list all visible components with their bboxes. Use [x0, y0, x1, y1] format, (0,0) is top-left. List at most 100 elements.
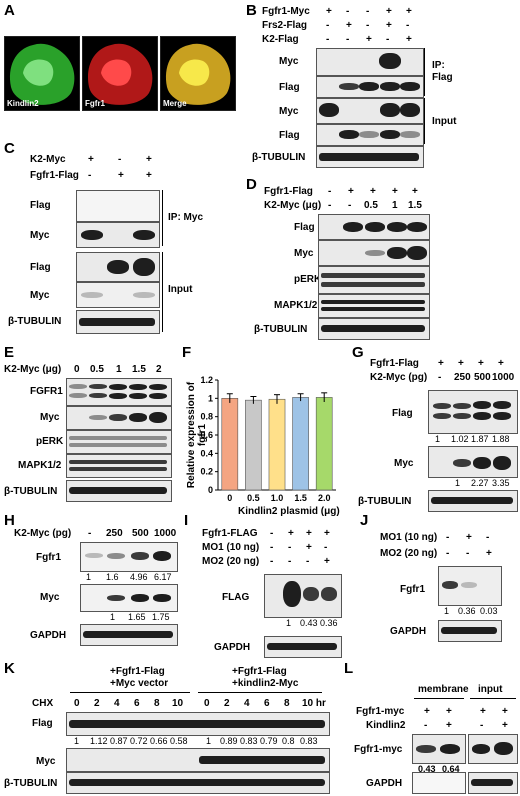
c-sign: +	[146, 170, 152, 181]
h-quant-fgfr1: 4.96	[130, 572, 148, 582]
j-sign: -	[486, 532, 490, 543]
k-blot-flag	[66, 712, 330, 736]
d-blot-mapk	[318, 294, 430, 318]
e-blot-label-fgfr1: FGFR1	[30, 386, 63, 397]
b-blot-label-flag: Flag	[279, 82, 300, 93]
k-time: 8	[284, 698, 290, 709]
k-group1-line1: +Fgfr1-Flag	[110, 666, 165, 677]
i-blot-flag	[264, 574, 342, 618]
l-blot-membrane	[412, 734, 466, 764]
fgfr1-cell-shape	[87, 43, 153, 105]
i-blot-gapdh	[264, 636, 342, 658]
e-blot-label-perk: pERK	[36, 436, 64, 447]
f-y-tick-label: 0.2	[200, 467, 213, 477]
e-header-value: 2	[156, 364, 162, 375]
k-blot-label-myc: Myc	[36, 756, 56, 767]
c-blot-label-flag-input: Flag	[30, 262, 51, 273]
i-sign: +	[324, 556, 330, 567]
j-sign: +	[466, 532, 472, 543]
merge-image: Merge	[160, 36, 236, 111]
e-header-value: 0.5	[90, 364, 104, 375]
panel-k-letter: K	[4, 660, 15, 677]
c-sign: -	[118, 154, 122, 165]
e-header-label: K2-Myc (μg)	[4, 364, 62, 375]
d-blot-perk	[318, 266, 430, 294]
e-blot-label-myc: Myc	[40, 412, 60, 423]
i-row-label-fgfr1-flag: Fgfr1-FLAG	[202, 528, 258, 539]
f-y-tick-label: 0.8	[200, 412, 213, 422]
k-quant: 0.72	[130, 736, 148, 746]
k-time: 2	[94, 698, 100, 709]
j-blot-gapdh	[438, 620, 502, 642]
h-blot-gapdh	[80, 624, 178, 646]
h-quant-fgfr1: 1.6	[106, 572, 119, 582]
panel-e-letter: E	[4, 344, 15, 361]
b-blot-myc-input	[316, 98, 424, 124]
j-blot-fgfr1	[438, 566, 502, 606]
i-row-label-mo1: MO1 (10 ng)	[202, 542, 260, 553]
l-input-line	[470, 698, 516, 699]
b-sign: -	[406, 20, 410, 31]
l-sign: -	[424, 720, 428, 731]
l-sign: +	[502, 706, 508, 717]
l-sign: +	[424, 706, 430, 717]
k-quant: 1	[74, 736, 80, 746]
panel-f-letter: F	[182, 344, 192, 361]
e-header-value: 1.5	[132, 364, 146, 375]
f-y-tick-label: 1.2	[200, 375, 213, 385]
k-group1-line2: +Myc vector	[110, 678, 169, 689]
f-bar	[315, 397, 333, 491]
k-time: 10	[172, 698, 184, 709]
b-sign: -	[346, 6, 350, 17]
i-blot-label-gapdh: GAPDH	[214, 642, 251, 653]
e-blot-myc	[66, 406, 172, 430]
i-sign: +	[288, 528, 294, 539]
g-quant-myc: 3.35	[492, 478, 510, 488]
l-input-label: input	[478, 684, 503, 695]
b-sign: -	[386, 34, 390, 45]
h-quant-fgfr1: 1	[86, 572, 92, 582]
g-quant-flag: 1	[435, 434, 441, 444]
k-quant: 0.79	[260, 736, 278, 746]
j-quant: 0.03	[480, 606, 498, 616]
i-sign: -	[324, 542, 328, 553]
i-blot-label-flag: FLAG	[222, 592, 250, 603]
f-x-tick-label: 0.5	[247, 493, 260, 503]
d-blot-tubulin	[318, 318, 430, 340]
l-blot-label-fgfr1-myc: Fgfr1-myc	[354, 744, 403, 755]
b-sign: +	[406, 6, 412, 17]
f-y-tick-label: 0.6	[200, 430, 213, 440]
b-blot-flag-ip	[316, 76, 424, 98]
f-bar	[221, 398, 239, 491]
b-sign: -	[366, 20, 370, 31]
b-ip-label-flag: Flag	[432, 72, 453, 83]
j-quant: 0.36	[458, 606, 476, 616]
j-quant: 1	[444, 606, 450, 616]
b-sign: +	[366, 34, 372, 45]
g-sign: 500	[474, 372, 491, 383]
f-y-tick-label: 1	[208, 393, 213, 403]
b-blot-label-tubulin: β-TUBULIN	[252, 152, 306, 163]
b-sign: +	[386, 20, 392, 31]
e-header-value: 0	[74, 364, 80, 375]
c-blot-label-tubulin: β-TUBULIN	[8, 316, 62, 327]
c-ip-bracket	[162, 190, 163, 246]
panel-h-letter: H	[4, 512, 15, 529]
b-sign: +	[346, 20, 352, 31]
c-sign: -	[88, 170, 92, 181]
d-sign: 1.5	[408, 200, 422, 211]
d-blot-myc	[318, 240, 430, 266]
g-sign: +	[438, 358, 444, 369]
h-header-value: -	[88, 528, 92, 539]
k-time: 8	[154, 698, 160, 709]
k-quant: 0.66	[150, 736, 168, 746]
f-x-tick-label: 1.5	[294, 493, 307, 503]
panel-b-letter: B	[246, 2, 257, 19]
image-label-kindlin2: Kindlin2	[7, 99, 39, 108]
f-x-tick-label: 2.0	[318, 493, 331, 503]
b-ip-bracket	[424, 48, 425, 96]
c-sign: +	[146, 154, 152, 165]
h-blot-label-gapdh: GAPDH	[30, 630, 67, 641]
panel-l-letter: L	[344, 660, 354, 677]
b-blot-flag-input	[316, 124, 424, 146]
